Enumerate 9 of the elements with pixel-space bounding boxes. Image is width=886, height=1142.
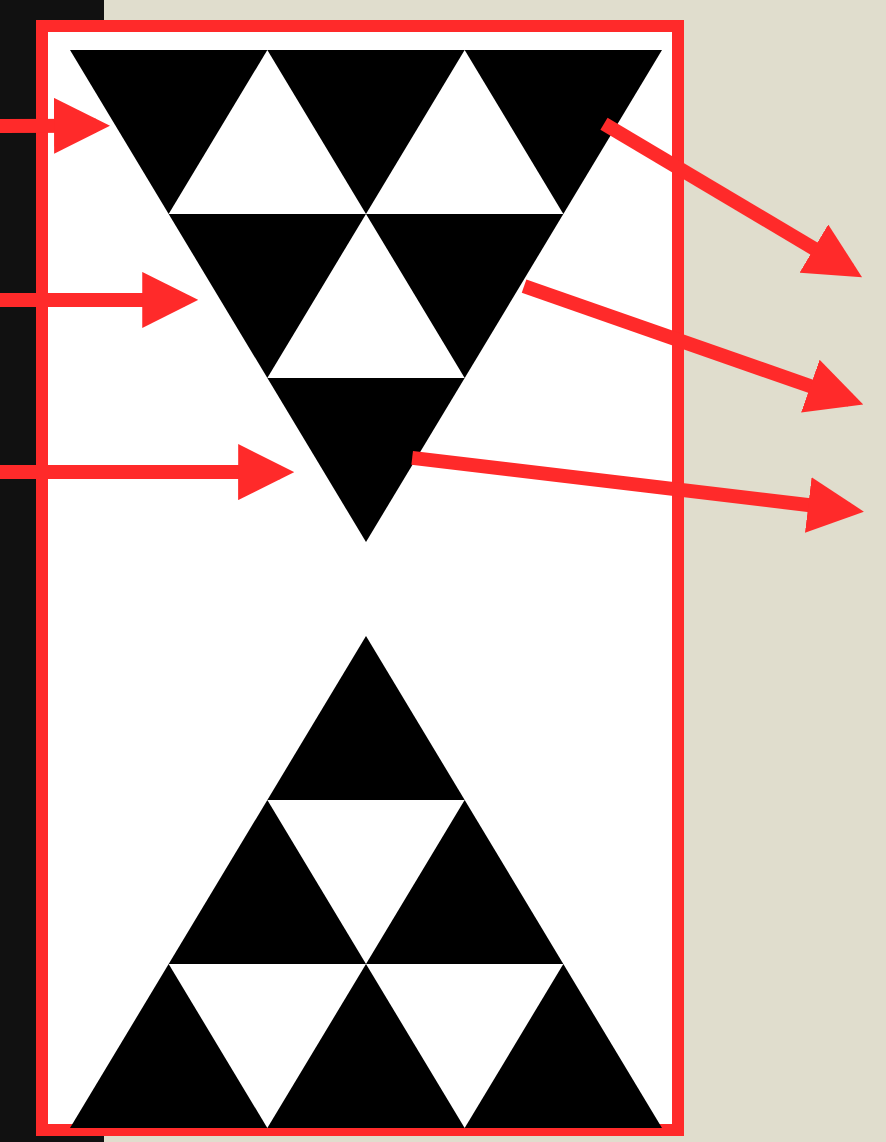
arrow [0,271,199,328]
arrow [411,450,864,533]
arrow [0,444,295,501]
triangle-pattern-drawing [70,50,662,542]
triangle-pattern-drawing [70,636,662,1128]
arrow [0,97,111,154]
arrow [600,117,863,278]
arrow [521,279,864,413]
frame-box [36,20,684,1136]
